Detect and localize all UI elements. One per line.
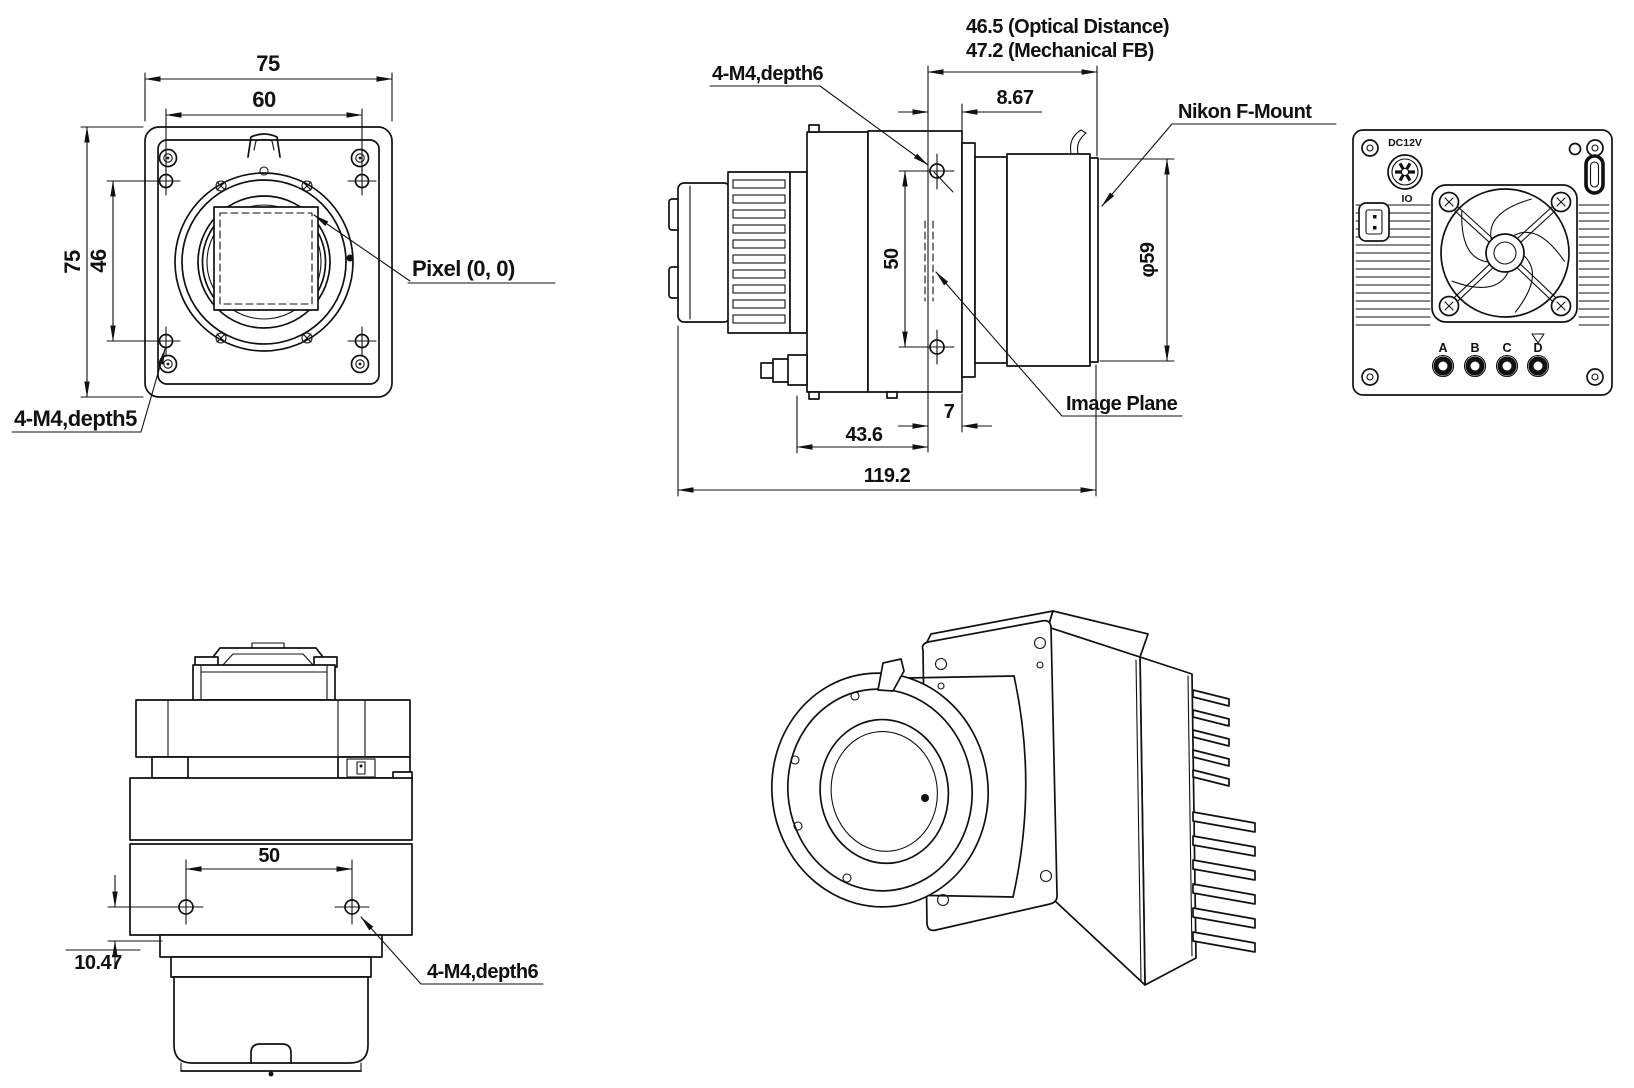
dim-top-hole-span: 50 xyxy=(258,845,280,867)
label-io: IO xyxy=(1401,193,1412,205)
front-view: 75 60 75 46 Pixel (0, 0) 4-M4,depth5 xyxy=(11,51,556,433)
isometric-view xyxy=(770,610,1256,986)
connector-label-c: C xyxy=(1502,341,1511,355)
dim-hole-offset: 10.47 xyxy=(74,952,122,974)
index-triangle-icon xyxy=(1531,333,1545,344)
label-image-plane: Image Plane xyxy=(1066,393,1178,415)
cooling-fan xyxy=(1431,184,1578,323)
dim-front-overall-width: 75 xyxy=(256,51,280,76)
top-view: 50 10.47 4-M4,depth6 xyxy=(65,642,544,1077)
dim-sensor-offset: 7 xyxy=(944,401,955,423)
connector-label-b: B xyxy=(1470,341,1479,355)
label-front-mount-screws: 4-M4,depth5 xyxy=(14,406,137,431)
dim-mount-diameter: φ59 xyxy=(1137,242,1159,277)
dim-optical-distance: 46.5 (Optical Distance) xyxy=(966,16,1169,38)
label-lens-mount: Nikon F-Mount xyxy=(1178,101,1312,123)
dim-sensor-to-front: 8.67 xyxy=(997,87,1034,109)
dim-mechanical-fb: 47.2 (Mechanical FB) xyxy=(966,40,1154,62)
side-view: 46.5 (Optical Distance) 47.2 (Mechanical… xyxy=(668,16,1337,497)
dim-body-length: 43.6 xyxy=(846,424,883,446)
label-pixel-origin: Pixel (0, 0) xyxy=(412,256,515,281)
connector-label-a: A xyxy=(1438,341,1447,355)
trigger-connectors: A B C D xyxy=(1431,333,1550,378)
rear-view: DC12V IO xyxy=(1352,129,1613,396)
dim-front-hole-span-h: 60 xyxy=(252,87,276,112)
dim-side-hole-span: 50 xyxy=(881,248,903,270)
label-top-mount-screws: 4-M4,depth6 xyxy=(427,961,539,983)
connector-label-d: D xyxy=(1533,341,1542,355)
dim-front-hole-span-v: 46 xyxy=(86,249,111,273)
dim-overall-length: 119.2 xyxy=(864,465,911,487)
power-connector-icon xyxy=(1395,162,1415,182)
status-led xyxy=(1568,142,1582,156)
dim-front-overall-height: 75 xyxy=(60,250,85,274)
label-side-mount-screws: 4-M4,depth6 xyxy=(712,63,824,85)
label-power: DC12V xyxy=(1388,137,1422,149)
usb-c-port xyxy=(1584,154,1605,195)
